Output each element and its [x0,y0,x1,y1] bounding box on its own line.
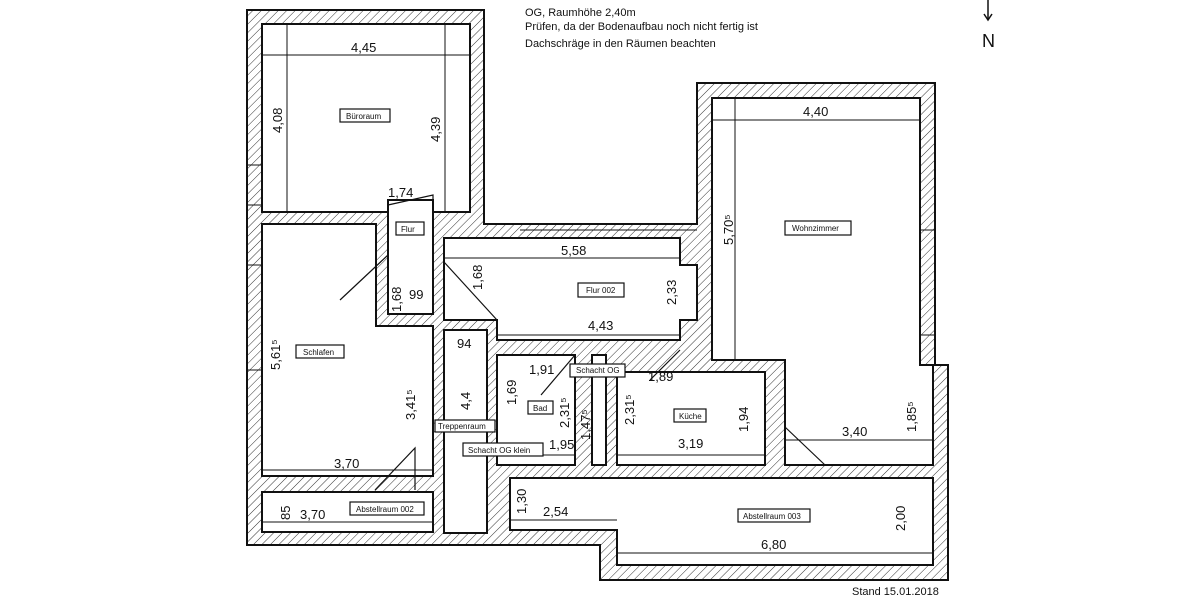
dim-flur002-height: 2,33 [664,280,679,305]
north-arrow-icon [983,0,993,22]
dim-flur002-width: 5,58 [561,243,586,258]
windows [247,164,935,371]
dim-flur-depth: 1,68 [389,287,404,312]
room-flur-002 [443,237,698,341]
svg-text:Abstellraum 002: Abstellraum 002 [356,505,414,514]
dim-treppe-len: 4,4 [458,392,473,410]
svg-text:Schacht OG: Schacht OG [576,366,620,375]
north-label: N [982,31,995,51]
note-floor: Prüfen, da der Bodenaufbau noch nicht fe… [525,21,758,33]
dim-wohn-depth: 5,70⁵ [721,214,736,245]
dim-kueche-side: 1,94 [736,407,751,432]
dim-wohn-lower: 3,40 [842,424,867,439]
room-schlafen [261,223,434,477]
svg-text:Flur: Flur [401,225,415,234]
svg-text:Schlafen: Schlafen [303,348,334,357]
dim-buero-depth-left: 4,08 [270,108,285,133]
room-label-kueche: Küche [673,408,707,423]
svg-text:Flur 002: Flur 002 [586,286,616,295]
svg-text:Bad: Bad [533,404,547,413]
room-abstellraum-002 [261,491,434,533]
footer-date: Stand 15.01.2018 [852,586,939,598]
dim-buero-width: 4,45 [351,40,376,55]
dim-bad-depth: 1,69 [504,380,519,405]
dim-abst002-width: 3,70 [300,507,325,522]
room-label-abstellraum-003: Abstellraum 003 [737,508,811,523]
dim-wohn-width: 4,40 [803,104,828,119]
dim-flur002-width2: 4,43 [588,318,613,333]
note-slope: Dachschräge in den Räumen beachten [525,38,716,50]
dim-abst003-depth: 2,00 [893,506,908,531]
room-label-abstellraum-002: Abstellraum 002 [349,501,425,516]
room-label-schacht-og: Schacht OG [569,363,626,378]
room-label-treppenraum: Treppenraum [434,419,496,433]
dim-schlafen-side: 3,41⁵ [403,389,418,420]
svg-text:Büroraum: Büroraum [346,112,381,121]
dim-abst003-width: 6,80 [761,537,786,552]
dim-buero-depth-right: 4,39 [428,117,443,142]
dim-abst003-leftw: 2,54 [543,504,568,519]
room-schacht [591,354,607,466]
room-wohnzimmer [711,97,934,466]
note-room-height: OG, Raumhöhe 2,40m [525,7,636,19]
dim-flur-inner: 99 [409,287,423,302]
dim-schlafen-width: 3,70 [334,456,359,471]
dim-bad-depth2: 1,47⁵ [578,409,593,440]
dim-bad-width: 1,91 [529,362,554,377]
svg-text:Küche: Küche [679,412,702,421]
dim-bad-width2: 1,95 [549,437,574,452]
room-label-flur-002: Flur 002 [577,282,625,298]
svg-text:Treppenraum: Treppenraum [438,422,486,431]
dim-kueche-depth: 2,31⁵ [622,394,637,425]
dim-schlafen-depth: 5,61⁵ [268,339,283,370]
dim-flur002-depth: 1,68 [470,265,485,290]
svg-text:Schacht OG klein: Schacht OG klein [468,446,530,455]
doors [339,194,826,491]
dimension-lines [262,24,933,554]
room-flur [387,199,434,315]
room-label-bueroraum: Büroraum [339,108,391,123]
dim-bad-diag: 2,31⁵ [557,397,572,428]
room-label-flur: Flur [395,221,425,236]
room-abstellraum-003 [509,477,934,566]
dim-treppe-width: 94 [457,336,471,351]
dim-abst002-depth: 85 [278,506,293,520]
dim-kueche-top: 1,89 [648,369,673,384]
room-label-wohnzimmer: Wohnzimmer [784,220,852,236]
room-label-schlafen: Schlafen [295,344,345,359]
dim-flur-width: 1,74 [388,185,413,200]
room-label-schacht-og-klein: Schacht OG klein [462,442,544,457]
room-label-bad: Bad [527,400,554,415]
dim-wohn-lower-depth: 1,85⁵ [904,401,919,432]
svg-text:Abstellraum 003: Abstellraum 003 [743,512,801,521]
dim-abst003-left: 1,30 [514,489,529,514]
svg-text:Wohnzimmer: Wohnzimmer [792,224,839,233]
dimension-labels: 4,45 4,08 4,39 1,74 1,68 99 1,68 5,58 2,… [268,40,919,552]
dim-kueche-width: 3,19 [678,436,703,451]
